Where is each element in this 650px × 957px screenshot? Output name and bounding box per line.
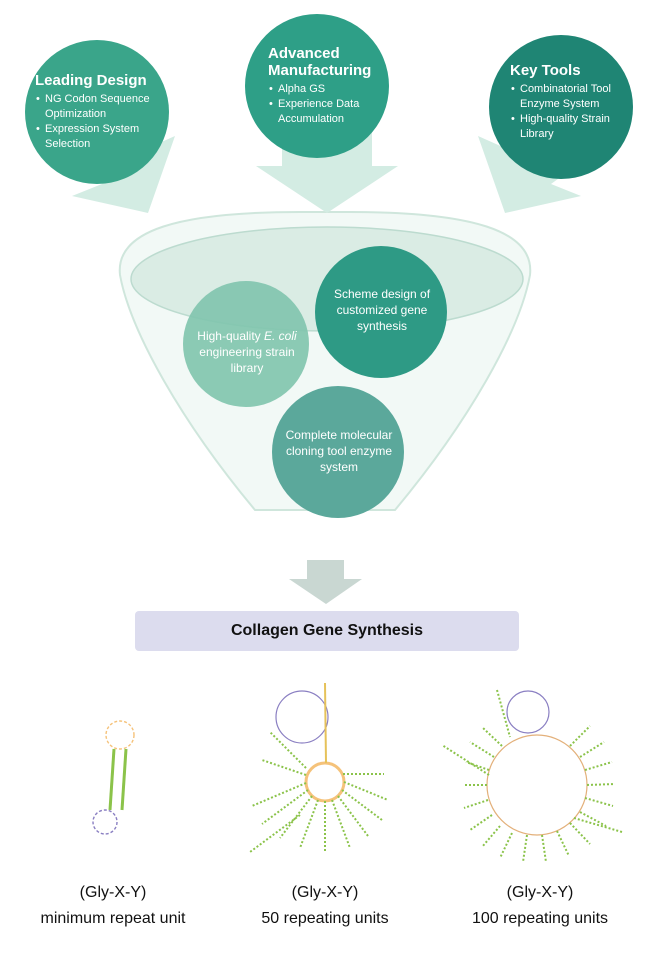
caption-description: minimum repeat unit (40, 910, 186, 927)
caption-formula: (Gly-X-Y) (506, 884, 574, 901)
structure-50 (249, 682, 389, 853)
cloning-enzyme-text: Complete molecular cloning tool enzyme s… (285, 428, 393, 474)
advanced-manufacturing-item: Experience Data Accumulation (268, 97, 386, 127)
scheme-design-text: Scheme design of customized gene synthes… (333, 287, 431, 333)
structure-100 (441, 689, 623, 863)
advanced-manufacturing-block: Advanced Manufacturing Alpha GS Experien… (268, 45, 386, 127)
caption-formula: (Gly-X-Y) (79, 884, 147, 901)
key-tools-title: Key Tools (510, 62, 581, 79)
arrow-down (289, 560, 362, 604)
structure-minimum (92, 720, 135, 835)
strain-library-text-part: engineering strain library (199, 345, 295, 375)
advanced-manufacturing-title: Advanced Manufacturing (268, 45, 372, 79)
collagen-gene-synthesis-banner: Collagen Gene Synthesis (135, 611, 519, 651)
key-tools-block: Key Tools Combinatorial Tool Enzyme Syst… (510, 62, 625, 142)
leading-design-item: NG Codon Sequence Optimization (35, 92, 165, 122)
circle-scheme-design (315, 246, 447, 378)
caption-description: 100 repeating units (471, 910, 609, 927)
key-tools-item: High-quality Strain Library (510, 112, 625, 142)
caption-description: 50 repeating units (261, 910, 389, 927)
circle-strain-library (183, 281, 309, 407)
leading-design-block: Leading Design NG Codon Sequence Optimiz… (35, 72, 165, 152)
caption-50: (Gly-X-Y) 50 repeating units (225, 880, 425, 932)
leading-design-item: Expression System Selection (35, 122, 165, 152)
key-tools-item: Combinatorial Tool Enzyme System (510, 82, 625, 112)
leading-design-title: Leading Design (35, 72, 147, 89)
caption-formula: (Gly-X-Y) (291, 884, 359, 901)
strain-library-text-italic: E. coli (264, 329, 297, 343)
caption-minimum: (Gly-X-Y) minimum repeat unit (13, 880, 213, 932)
caption-100: (Gly-X-Y) 100 repeating units (440, 880, 640, 932)
circle-cloning-enzyme (272, 386, 404, 518)
advanced-manufacturing-item: Alpha GS (268, 82, 386, 97)
strain-library-text: High-quality E. coli engineering strain … (187, 328, 307, 376)
strain-library-text-part: High-quality (197, 329, 264, 343)
